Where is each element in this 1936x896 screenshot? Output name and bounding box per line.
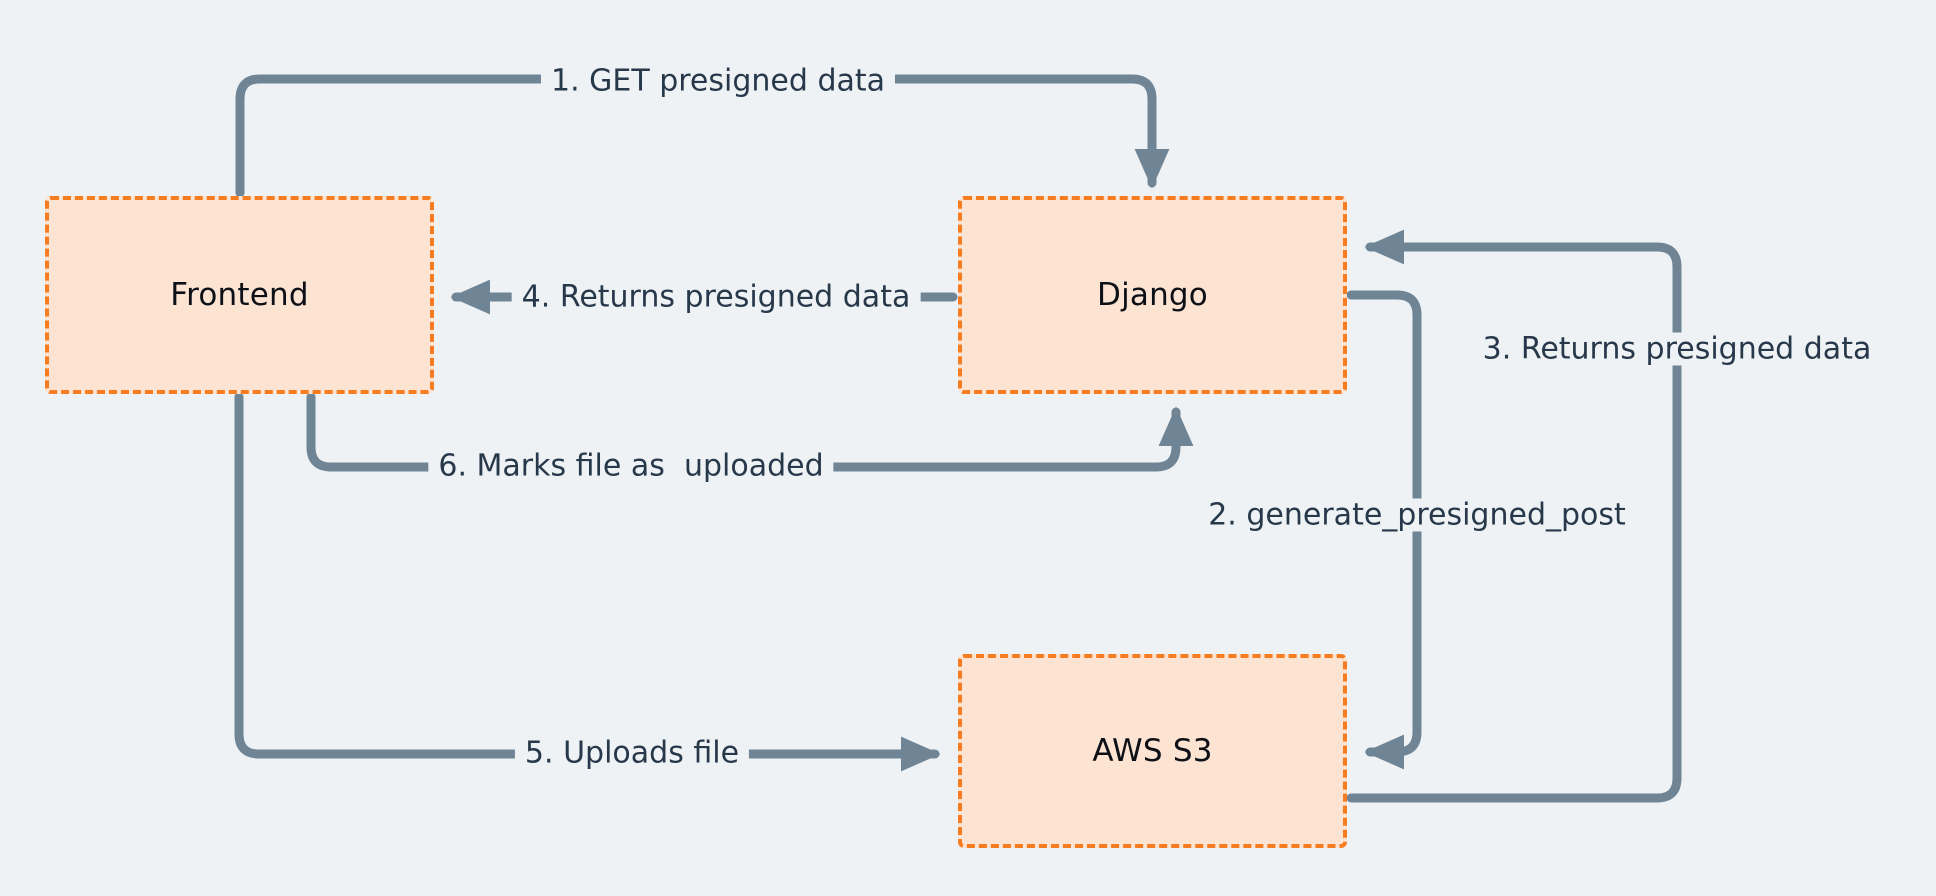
node-aws-s3-label: AWS S3: [1092, 733, 1213, 769]
edge-label-1: 1. GET presigned data: [540, 64, 896, 98]
edge-label-5: 5. Uploads file: [514, 736, 750, 770]
node-django[interactable]: Django: [958, 196, 1347, 394]
edge-label-4: 4. Returns presigned data: [511, 280, 921, 314]
edge-label-2: 2. generate_presigned_post: [1198, 498, 1636, 532]
edge-label-6: 6. Marks file as uploaded: [428, 449, 834, 483]
node-frontend-label: Frontend: [170, 277, 309, 313]
node-django-label: Django: [1097, 277, 1208, 313]
edge-path-5: [234, 392, 941, 772]
edge-path-3: [1346, 229, 1682, 803]
edge-label-3: 3. Returns presigned data: [1472, 332, 1882, 366]
node-aws-s3[interactable]: AWS S3: [958, 654, 1347, 848]
node-frontend[interactable]: Frontend: [45, 196, 434, 394]
